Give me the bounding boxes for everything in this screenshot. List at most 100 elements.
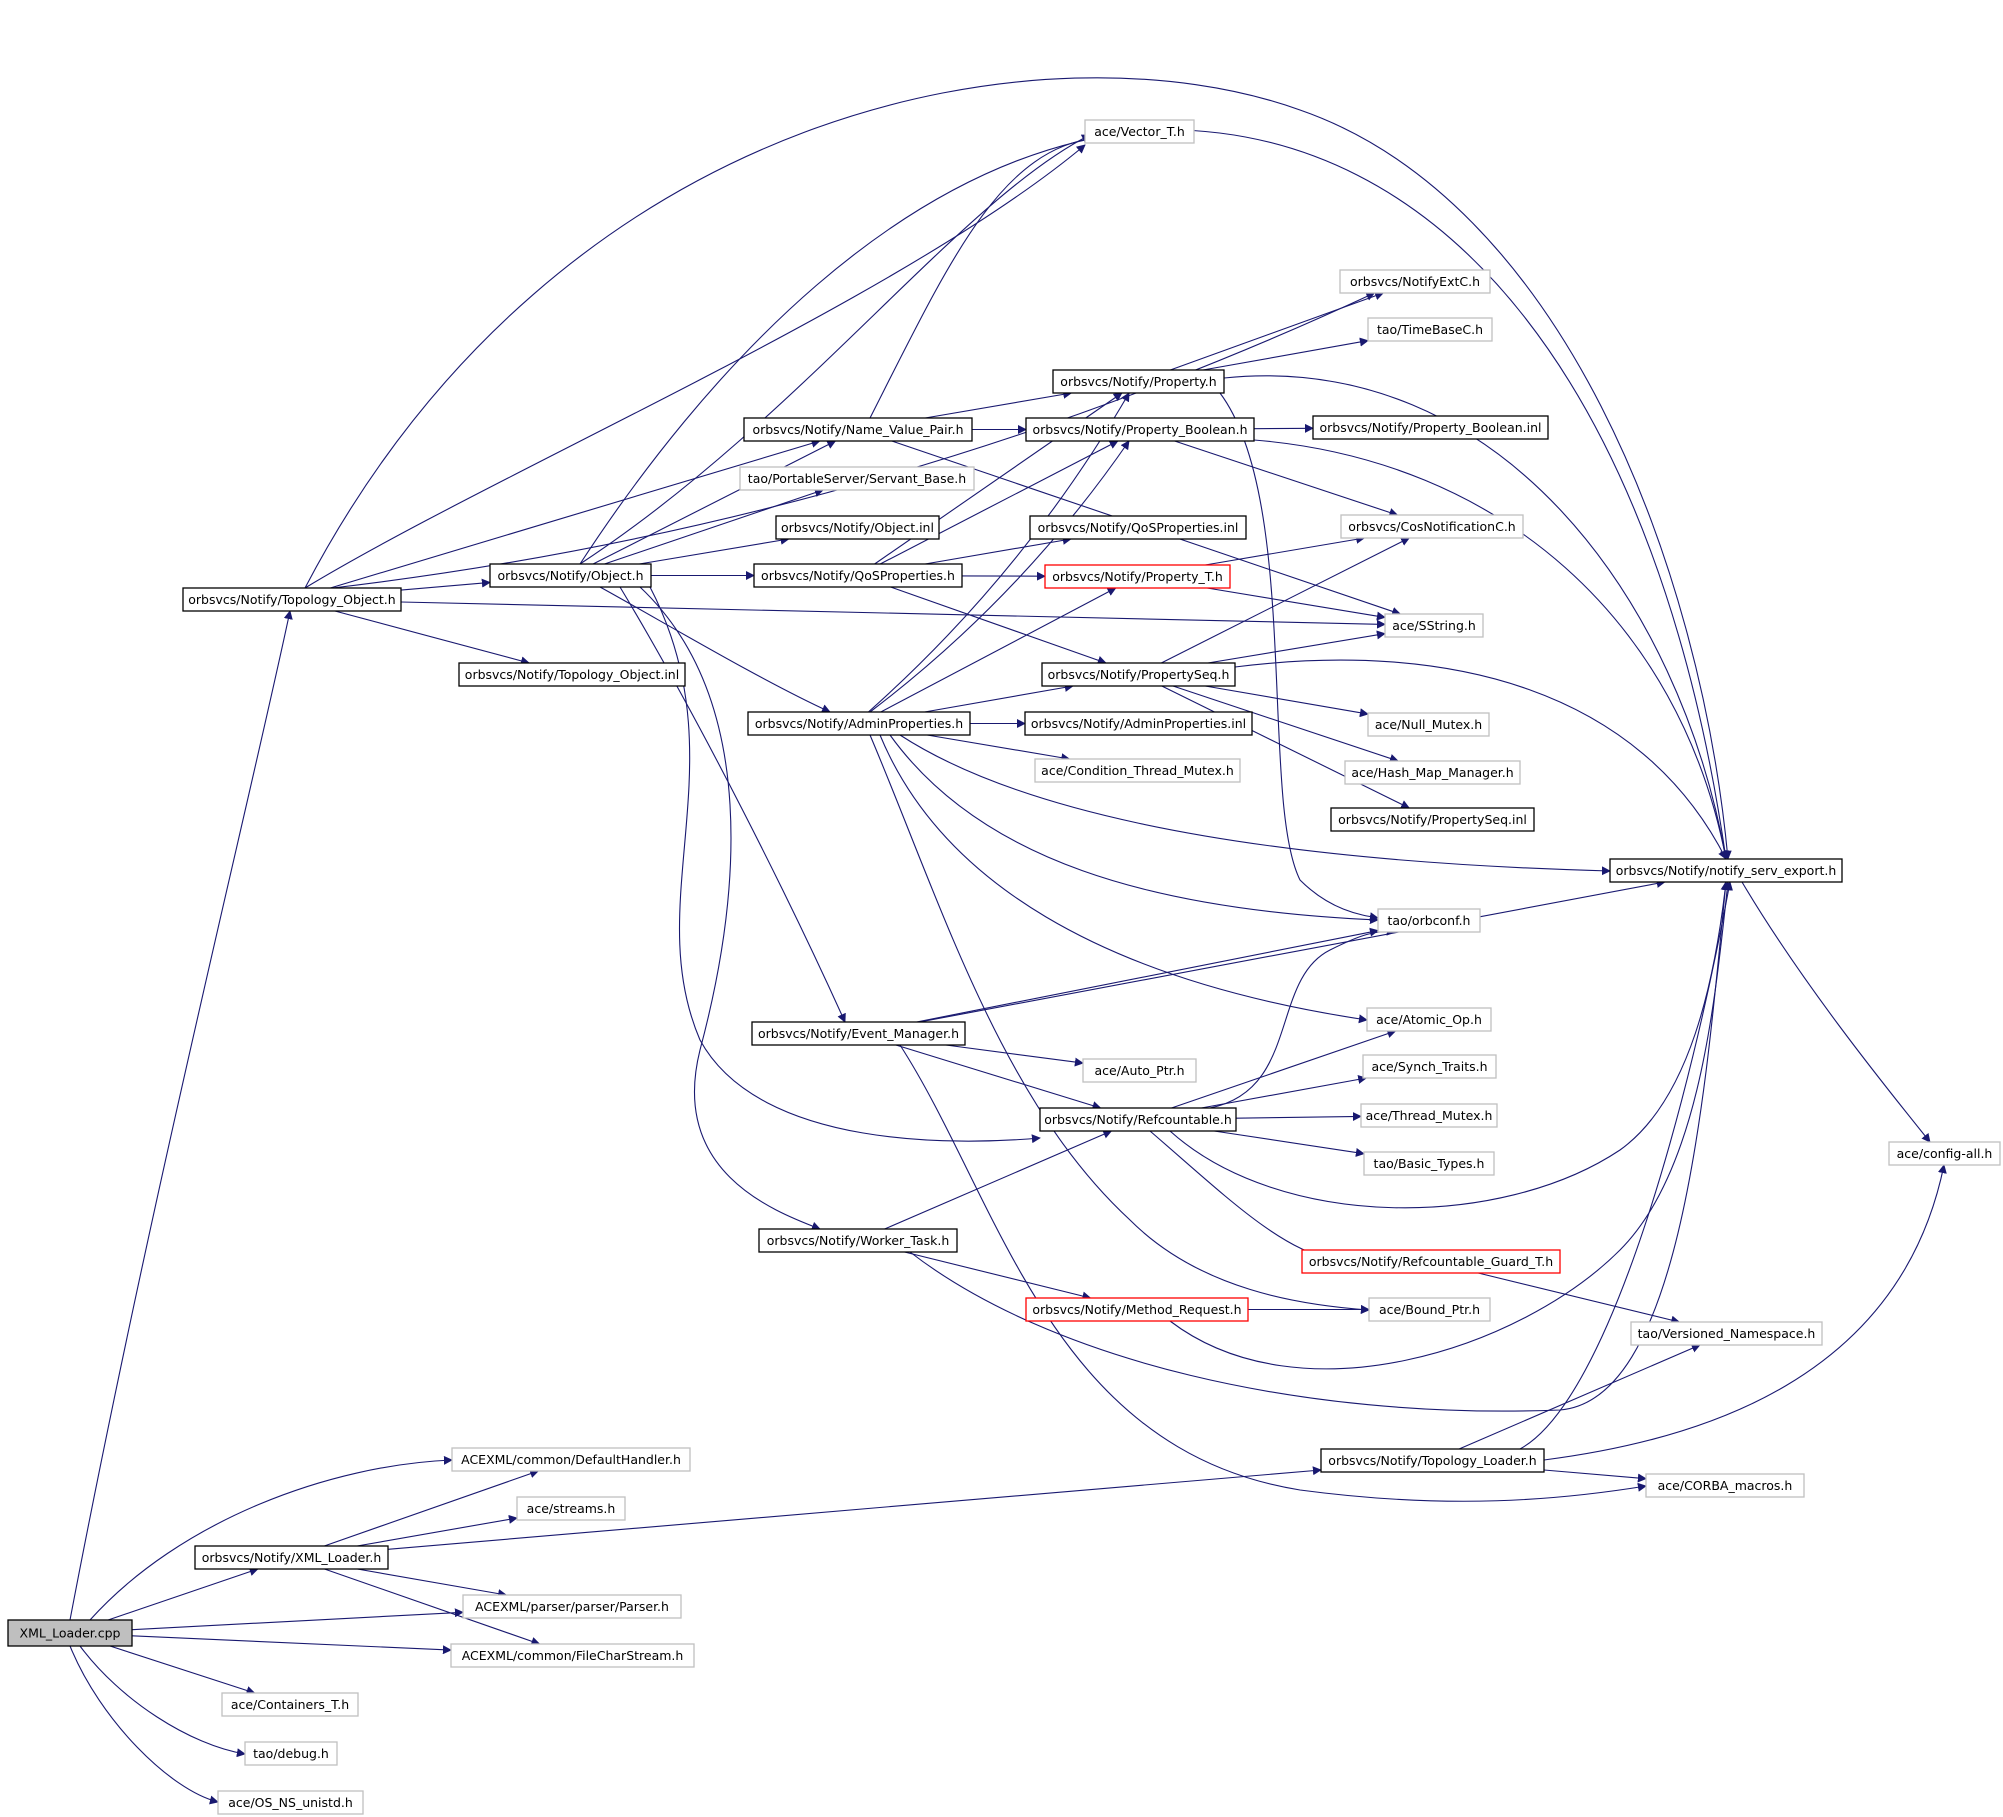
node-timebasec-h[interactable]: tao/TimeBaseC.h: [1367, 317, 1493, 342]
node-versioned-namespace-h[interactable]: tao/Versioned_Namespace.h: [1630, 1321, 1823, 1346]
node-topology-loader-h[interactable]: orbsvcs/Notify/Topology_Loader.h: [1320, 1448, 1545, 1473]
node-box[interactable]: [743, 417, 973, 442]
node-topology-object-h[interactable]: orbsvcs/Notify/Topology_Object.h: [182, 587, 402, 612]
node-box[interactable]: [1363, 1151, 1495, 1176]
node-box[interactable]: [1041, 662, 1236, 687]
node-box[interactable]: [1630, 1321, 1823, 1346]
node-default-handler-h[interactable]: ACEXML/common/DefaultHandler.h: [451, 1447, 691, 1472]
node-box[interactable]: [1044, 564, 1231, 589]
node-property-boolean-inl[interactable]: orbsvcs/Notify/Property_Boolean.inl: [1312, 415, 1549, 440]
node-box[interactable]: [775, 515, 940, 540]
node-box[interactable]: [1366, 1007, 1492, 1032]
node-propertyseq-h[interactable]: orbsvcs/Notify/PropertySeq.h: [1041, 662, 1236, 687]
node-config-all-h[interactable]: ace/config-all.h: [1888, 1141, 2001, 1166]
node-os-ns-unistd-h[interactable]: ace/OS_NS_unistd.h: [217, 1790, 364, 1815]
node-qosproperties-inl[interactable]: orbsvcs/Notify/QoSProperties.inl: [1029, 515, 1247, 540]
node-event-manager-h[interactable]: orbsvcs/Notify/Event_Manager.h: [751, 1021, 966, 1046]
node-box[interactable]: [753, 563, 963, 588]
node-box[interactable]: [758, 1228, 958, 1253]
node-propertyseq-inl[interactable]: orbsvcs/Notify/PropertySeq.inl: [1330, 807, 1535, 832]
node-xml-loader-h[interactable]: orbsvcs/Notify/XML_Loader.h: [194, 1545, 389, 1570]
node-box[interactable]: [1052, 369, 1225, 394]
node-adminproperties-inl[interactable]: orbsvcs/Notify/AdminProperties.inl: [1024, 711, 1253, 736]
node-method-request-h[interactable]: orbsvcs/Notify/Method_Request.h: [1025, 1297, 1249, 1322]
node-adminproperties-h[interactable]: orbsvcs/Notify/AdminProperties.h: [747, 711, 971, 736]
node-box[interactable]: [1330, 807, 1535, 832]
node-box[interactable]: [1320, 1448, 1545, 1473]
node-streams-h[interactable]: ace/streams.h: [516, 1496, 626, 1521]
node-sstring-h[interactable]: ace/SString.h: [1384, 613, 1484, 638]
node-vector-t-h[interactable]: ace/Vector_T.h: [1084, 119, 1195, 144]
node-box[interactable]: [739, 466, 975, 491]
node-debug-h[interactable]: tao/debug.h: [244, 1741, 338, 1766]
node-box[interactable]: [450, 1643, 695, 1668]
node-property-boolean-h[interactable]: orbsvcs/Notify/Property_Boolean.h: [1025, 417, 1255, 442]
node-box[interactable]: [1301, 1249, 1561, 1274]
node-refcountable-h[interactable]: orbsvcs/Notify/Refcountable.h: [1039, 1107, 1237, 1132]
node-notify-serv-export-h[interactable]: orbsvcs/Notify/notify_serv_export.h: [1609, 858, 1843, 883]
node-cosnotificationc-h[interactable]: orbsvcs/CosNotificationC.h: [1340, 514, 1524, 539]
node-box[interactable]: [516, 1496, 626, 1521]
node-box[interactable]: [194, 1545, 389, 1570]
node-topology-object-inl[interactable]: orbsvcs/Notify/Topology_Object.inl: [458, 662, 686, 687]
node-object-h[interactable]: orbsvcs/Notify/Object.h: [489, 563, 652, 588]
node-property-h[interactable]: orbsvcs/Notify/Property.h: [1052, 369, 1225, 394]
node-box[interactable]: [1888, 1141, 2001, 1166]
node-box[interactable]: [1029, 515, 1247, 540]
node-box[interactable]: [458, 662, 686, 687]
node-box[interactable]: [1034, 758, 1241, 783]
node-box[interactable]: [1039, 1107, 1237, 1132]
node-orbconf-h[interactable]: tao/orbconf.h: [1377, 908, 1481, 933]
node-condition-thread-mutex-h[interactable]: ace/Condition_Thread_Mutex.h: [1034, 758, 1241, 783]
node-servant-base-h[interactable]: tao/PortableServer/Servant_Base.h: [739, 466, 975, 491]
node-box[interactable]: [1368, 1297, 1491, 1322]
node-worker-task-h[interactable]: orbsvcs/Notify/Worker_Task.h: [758, 1228, 958, 1253]
node-box[interactable]: [1084, 119, 1195, 144]
node-corba-macros-h[interactable]: ace/CORBA_macros.h: [1645, 1473, 1805, 1498]
node-box[interactable]: [1367, 317, 1493, 342]
node-box[interactable]: [1025, 417, 1255, 442]
node-box[interactable]: [1609, 858, 1843, 883]
node-box[interactable]: [1340, 514, 1524, 539]
node-bound-ptr-h[interactable]: ace/Bound_Ptr.h: [1368, 1297, 1491, 1322]
node-box[interactable]: [1360, 1103, 1498, 1128]
node-box[interactable]: [7, 1619, 133, 1647]
node-containers-t-h[interactable]: ace/Containers_T.h: [221, 1692, 359, 1717]
node-box[interactable]: [1377, 908, 1481, 933]
node-box[interactable]: [489, 563, 652, 588]
node-xml-loader-cpp[interactable]: XML_Loader.cpp: [7, 1619, 133, 1647]
node-box[interactable]: [1384, 613, 1484, 638]
node-box[interactable]: [1025, 1297, 1249, 1322]
node-box[interactable]: [1645, 1473, 1805, 1498]
node-box[interactable]: [462, 1594, 682, 1619]
node-parser-h[interactable]: ACEXML/parser/parser/Parser.h: [462, 1594, 682, 1619]
node-box[interactable]: [1312, 415, 1549, 440]
node-atomic-op-h[interactable]: ace/Atomic_Op.h: [1366, 1007, 1492, 1032]
node-name-value-pair-h[interactable]: orbsvcs/Notify/Name_Value_Pair.h: [743, 417, 973, 442]
node-box[interactable]: [1339, 269, 1491, 294]
node-basic-types-h[interactable]: tao/Basic_Types.h: [1363, 1151, 1495, 1176]
node-box[interactable]: [221, 1692, 359, 1717]
node-box[interactable]: [451, 1447, 691, 1472]
node-box[interactable]: [1082, 1058, 1197, 1083]
node-qosproperties-h[interactable]: orbsvcs/Notify/QoSProperties.h: [753, 563, 963, 588]
node-box[interactable]: [1367, 712, 1490, 737]
node-auto-ptr-h[interactable]: ace/Auto_Ptr.h: [1082, 1058, 1197, 1083]
node-filecharstream-h[interactable]: ACEXML/common/FileCharStream.h: [450, 1643, 695, 1668]
node-box[interactable]: [1362, 1054, 1497, 1079]
node-box[interactable]: [751, 1021, 966, 1046]
node-box[interactable]: [1024, 711, 1253, 736]
node-null-mutex-h[interactable]: ace/Null_Mutex.h: [1367, 712, 1490, 737]
node-thread-mutex-h[interactable]: ace/Thread_Mutex.h: [1360, 1103, 1498, 1128]
node-box[interactable]: [244, 1741, 338, 1766]
node-hash-map-manager-h[interactable]: ace/Hash_Map_Manager.h: [1344, 760, 1521, 785]
node-property-t-h[interactable]: orbsvcs/Notify/Property_T.h: [1044, 564, 1231, 589]
node-notifyextc-h[interactable]: orbsvcs/NotifyExtC.h: [1339, 269, 1491, 294]
node-synch-traits-h[interactable]: ace/Synch_Traits.h: [1362, 1054, 1497, 1079]
node-box[interactable]: [182, 587, 402, 612]
node-box[interactable]: [1344, 760, 1521, 785]
node-refcountable-guard-t-h[interactable]: orbsvcs/Notify/Refcountable_Guard_T.h: [1301, 1249, 1561, 1274]
node-box[interactable]: [217, 1790, 364, 1815]
node-box[interactable]: [747, 711, 971, 736]
node-object-inl[interactable]: orbsvcs/Notify/Object.inl: [775, 515, 940, 540]
